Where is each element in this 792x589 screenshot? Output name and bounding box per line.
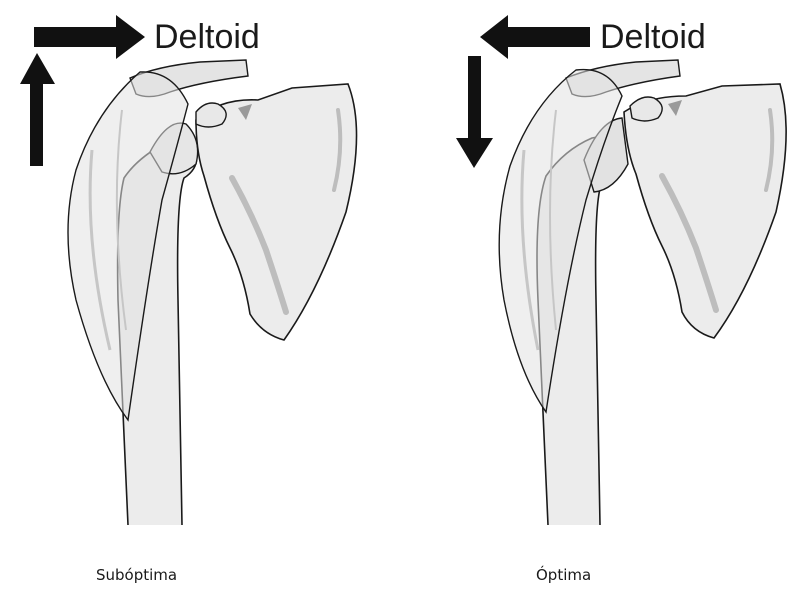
arrow-left-icon bbox=[480, 15, 590, 59]
scapula-bone bbox=[624, 84, 786, 338]
arrow-up-icon bbox=[20, 53, 55, 166]
arrow-right-icon bbox=[34, 15, 145, 59]
coracoid-process bbox=[630, 97, 662, 121]
muscle-label: Deltoid bbox=[600, 18, 706, 56]
shoulder-illustration-suboptimal: Deltoid bbox=[0, 0, 396, 530]
coracoid-process bbox=[196, 103, 226, 127]
arrow-down-icon bbox=[456, 56, 493, 168]
caption-optimal: Óptima bbox=[536, 566, 591, 584]
panel-suboptimal: Deltoid Subóptima bbox=[0, 0, 396, 589]
caption-suboptimal: Subóptima bbox=[96, 566, 177, 584]
muscle-label: Deltoid bbox=[154, 18, 260, 56]
shoulder-illustration-optimal: Deltoid bbox=[396, 0, 792, 530]
panel-optimal: Deltoid Óptima bbox=[396, 0, 792, 589]
